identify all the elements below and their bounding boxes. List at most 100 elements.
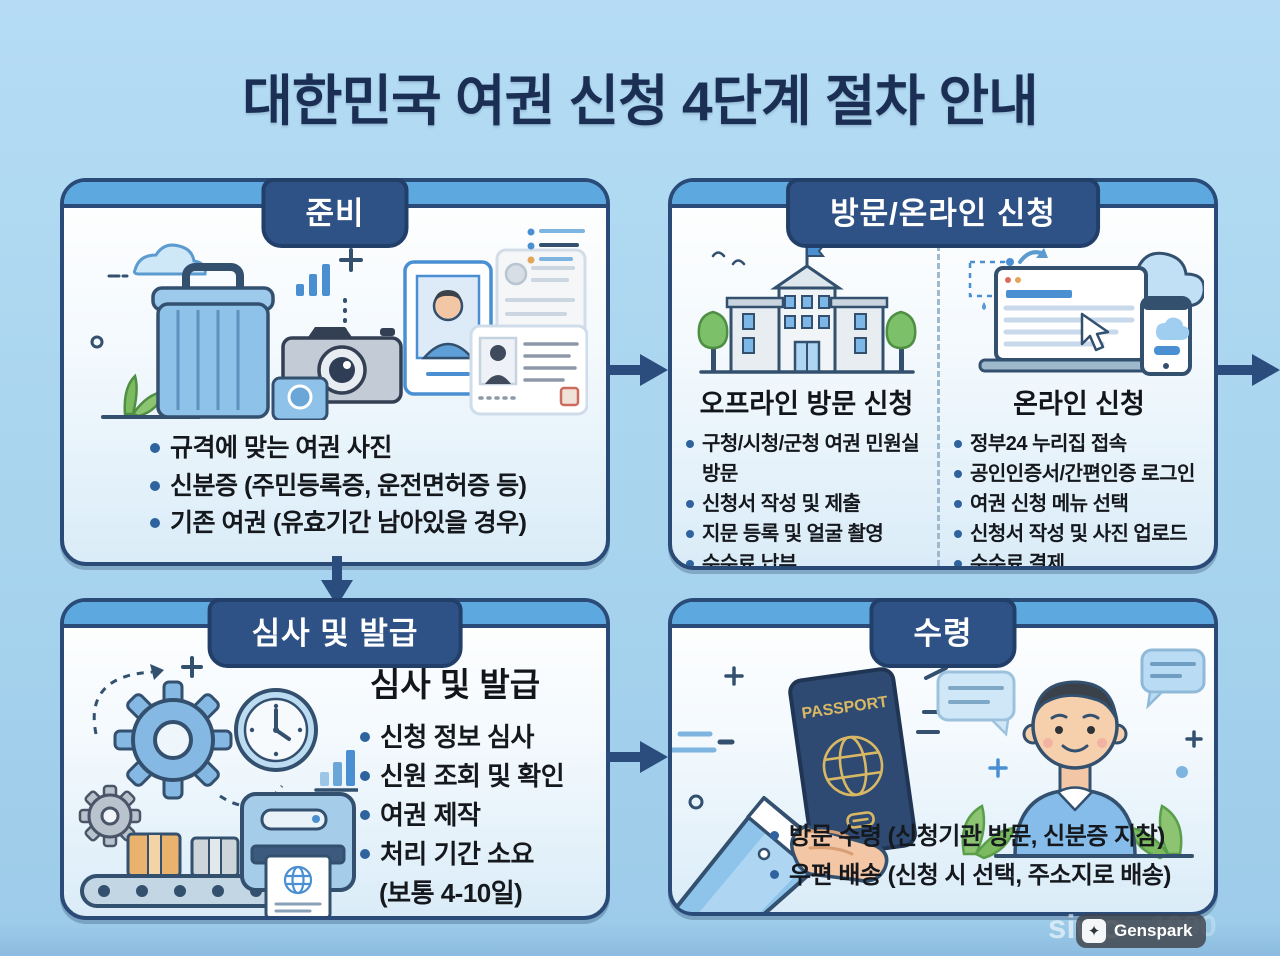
card-prepare-header: 준비 — [261, 178, 409, 248]
person-icon — [994, 680, 1194, 858]
online-column: 온라인 신청 정부24 누리집 접속 공인인증서/간편인증 로그인 여권 신청 … — [937, 236, 1214, 566]
bullet-text: 수수료 결제 — [970, 553, 1065, 566]
person-illustration — [936, 648, 1206, 860]
review-title: 심사 및 발급 — [370, 666, 541, 703]
bullet-text: 신청서 작성 및 제출 — [702, 493, 861, 515]
bullet-item: 수수료 결제 — [954, 549, 1204, 566]
bullet-text: 여권 제작 — [380, 800, 481, 830]
card-review: 심사 및 발급 — [60, 598, 610, 920]
bullet-dot — [770, 870, 779, 880]
bullet-item: 기존 여권 (유효기간 남아있을 경우) — [150, 505, 606, 543]
bullet-item: 신청서 작성 및 제출 — [686, 489, 927, 519]
bullet-text: 공인인증서/간편인증 로그인 — [970, 463, 1195, 485]
page-title: 대한민국 여권 신청 4단계 절차 안내 — [242, 70, 1038, 132]
flow-arrow-right-icon — [606, 741, 668, 773]
bullet-dot — [954, 500, 962, 508]
processing-machine-illustration — [78, 656, 358, 916]
bullet-dot — [360, 849, 370, 859]
bullet-text: 신원 조회 및 확인 — [380, 761, 565, 791]
genspark-badge-label: Genspark — [1114, 921, 1193, 940]
bullet-item: 여권 신청 메뉴 선택 — [954, 489, 1204, 519]
bullet-text: 지문 등록 및 얼굴 촬영 — [702, 523, 884, 545]
bullet-dot — [360, 771, 370, 781]
card-receive-header: 수령 — [869, 598, 1017, 668]
bullet-text: 방문 수령 (신청기관 방문, 신분증 지참) — [789, 823, 1165, 851]
bullet-item: 정부24 누리집 접속 — [954, 429, 1204, 459]
offline-bullet-list: 구청/시청/군청 여권 민원실 방문 신청서 작성 및 제출 지문 등록 및 얼… — [686, 429, 927, 566]
bullet-text: 여권 신청 메뉴 선택 — [970, 493, 1129, 515]
bullet-text: 처리 기간 소요 — [380, 839, 534, 869]
note-text: (보통 4-10일) — [379, 878, 523, 908]
bullet-text: 구청/시청/군청 여권 민원실 방문 — [702, 433, 920, 485]
bullet-dot — [954, 440, 962, 448]
bullet-dot — [954, 530, 962, 538]
genspark-badge[interactable]: ✦ Genspark — [1076, 914, 1207, 948]
photo-print-icon — [271, 376, 328, 420]
card-apply-header: 방문/온라인 신청 — [786, 178, 1100, 248]
bullet-item: 방문 수령 (신청기관 방문, 신분증 지참) — [770, 818, 1171, 857]
bullet-dot — [686, 560, 694, 566]
government-building-icon — [697, 245, 916, 374]
bullet-item: 공인인증서/간편인증 로그인 — [954, 459, 1204, 489]
card-prepare: 준비 — [60, 178, 610, 566]
bullet-item: 신청서 작성 및 사진 업로드 — [954, 519, 1204, 549]
small-gear-icon — [78, 784, 142, 848]
offline-column: 오프라인 방문 신청 구청/시청/군청 여권 민원실 방문 신청서 작성 및 제… — [672, 236, 937, 566]
card-review-header: 심사 및 발급 — [207, 598, 463, 668]
bullet-item: 구청/시청/군청 여권 민원실 방문 — [686, 429, 927, 489]
bullet-dot — [686, 500, 694, 508]
bullet-text: 정부24 누리집 접속 — [970, 433, 1127, 455]
prepare-bullet-list: 규격에 맞는 여권 사진 신분증 (주민등록증, 운전면허증 등) 기존 여권 … — [150, 430, 606, 543]
speech-bubble-icon — [936, 648, 1206, 737]
bullet-text: 수수료 납부 — [702, 553, 797, 566]
online-bullet-list: 정부24 누리집 접속 공인인증서/간편인증 로그인 여권 신청 메뉴 선택 신… — [954, 429, 1204, 566]
bullet-note: (보통 4-10일) — [360, 874, 598, 913]
bullet-item: 신원 조회 및 확인 — [360, 757, 598, 796]
receive-bullet-list: 방문 수령 (신청기관 방문, 신분증 지참) 우편 배송 (신청 시 선택, … — [770, 818, 1171, 896]
bullet-item: 여권 제작 — [360, 796, 598, 835]
bullet-item: 수수료 납부 — [686, 549, 927, 566]
bottom-shade — [0, 922, 1280, 956]
plus-icon — [1185, 730, 1203, 748]
id-card-front-icon — [469, 324, 588, 416]
bullet-dot — [954, 470, 962, 478]
hand-icon — [790, 824, 889, 883]
checklist-icon — [527, 228, 585, 264]
laptop-phone-icon — [968, 248, 1204, 376]
preparation-illustration — [90, 228, 588, 420]
gear-icon — [113, 680, 233, 800]
bullet-dot — [150, 443, 160, 453]
flow-arrow-right-icon — [606, 354, 668, 386]
tree-icon — [697, 310, 916, 372]
bullet-dot — [150, 518, 160, 528]
online-title: 온라인 신청 — [1013, 389, 1145, 419]
review-bullet-list: 신청 정보 심사 신원 조회 및 확인 여권 제작 처리 기간 소요 (보통 4… — [360, 718, 598, 913]
bullet-text: 신청서 작성 및 사진 업로드 — [970, 523, 1188, 545]
bullet-dot — [150, 480, 160, 491]
bullet-text: 규격에 맞는 여권 사진 — [170, 434, 392, 462]
flow-arrow-down-icon — [321, 556, 353, 606]
card-apply: 방문/온라인 신청 — [668, 178, 1218, 570]
smartphone-icon — [1140, 296, 1192, 376]
passport-printer-icon — [240, 792, 356, 916]
bullet-dot — [686, 530, 694, 538]
bullet-dot — [360, 732, 370, 742]
plus-icon — [724, 666, 744, 686]
suitcase-icon — [150, 263, 275, 419]
bullet-item: 신청 정보 심사 — [360, 718, 598, 757]
bullet-dot — [360, 810, 370, 820]
offline-title: 오프라인 방문 신청 — [699, 389, 914, 419]
leaf-icon — [961, 804, 1183, 860]
bar-chart-icon — [295, 264, 330, 296]
clock-icon — [234, 688, 318, 772]
plus-icon — [181, 656, 203, 678]
plus-icon — [338, 248, 363, 272]
card-receive: 수령 PASSPORT — [668, 598, 1218, 916]
flow-arrow-exit-icon — [1217, 354, 1280, 386]
genspark-logo-icon: ✦ — [1082, 919, 1106, 943]
passport-icon: PASSPORT — [788, 667, 917, 859]
laptop-icon — [978, 266, 1164, 373]
bullet-text: 우편 배송 (신청 시 선택, 주소지로 배송) — [789, 862, 1171, 890]
bullet-text: 신분증 (주민등록증, 운전면허증 등) — [170, 471, 527, 500]
